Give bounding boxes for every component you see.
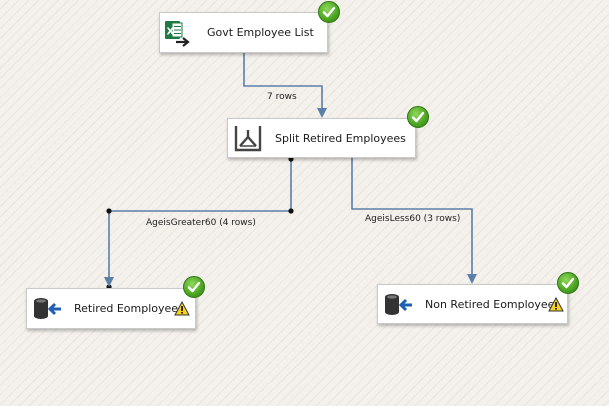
path-label-split-to-retired: AgeisGreater60 (4 rows) (146, 218, 256, 228)
path-source-to-split-arrow (317, 108, 327, 118)
warning-icon[interactable] (174, 300, 190, 320)
task-label: Govt Employee List (207, 26, 314, 39)
success-check-icon (407, 106, 429, 128)
success-check-icon (183, 276, 205, 298)
conditional-split-icon (234, 124, 262, 152)
warning-icon[interactable] (548, 296, 564, 316)
svg-text:X: X (167, 27, 175, 38)
success-check-icon (557, 272, 579, 294)
task-label: Split Retired Employees (275, 132, 406, 145)
destination-icon (33, 297, 63, 321)
path-split-to-retired[interactable] (108, 158, 292, 279)
task-non-retired-employee-destination[interactable]: Non Retired Eomployee (377, 284, 568, 324)
task-govt-employee-list[interactable]: X Govt Employee List (159, 12, 328, 53)
success-check-icon (318, 1, 340, 23)
excel-source-icon: X (164, 20, 194, 48)
task-label: Non Retired Eomployee (425, 298, 555, 311)
path-source-to-split[interactable] (243, 53, 323, 110)
path-vertex-dot (106, 208, 112, 214)
task-split-retired-employees[interactable]: Split Retired Employees (227, 118, 416, 158)
path-split-to-non-retired[interactable] (351, 158, 473, 276)
path-label-source-to-split: 7 rows (267, 92, 297, 102)
task-retired-employee-destination[interactable]: Retired Eomployee (26, 288, 196, 329)
path-split-to-non-retired-arrow (467, 274, 477, 284)
path-label-split-to-non-retired: AgeisLess60 (3 rows) (365, 214, 461, 224)
path-vertex-dot (288, 208, 294, 214)
destination-icon (384, 293, 414, 317)
path-split-to-retired-arrow (104, 277, 114, 287)
task-label: Retired Eomployee (74, 302, 179, 315)
